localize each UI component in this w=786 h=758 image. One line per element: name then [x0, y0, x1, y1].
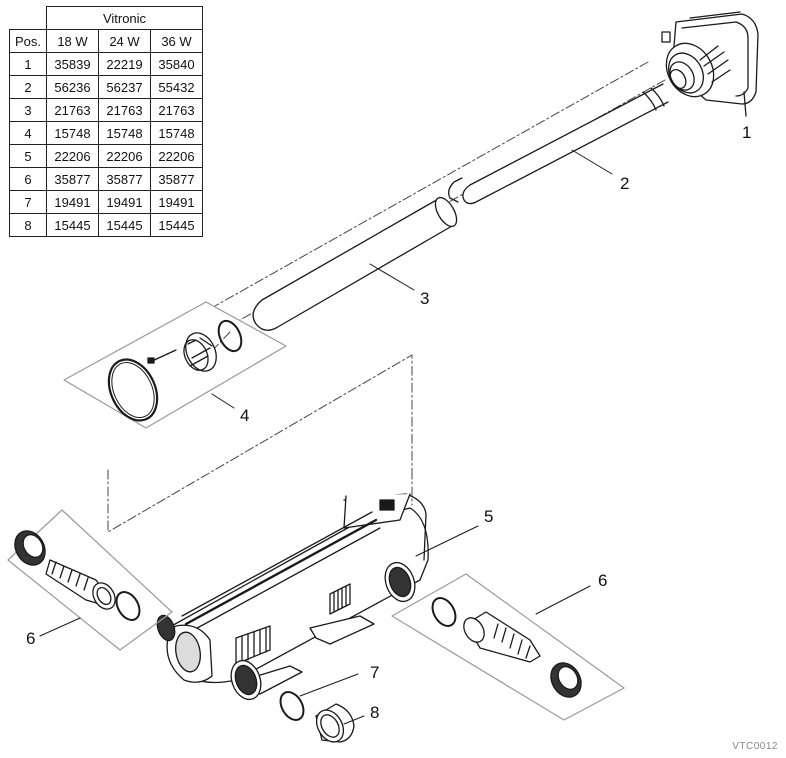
callout-8: 8: [370, 703, 379, 722]
wattage-header: 24 W: [98, 29, 151, 53]
callout-7: 7: [370, 663, 379, 682]
o-ring-part-7: [279, 691, 305, 721]
callout-6-left: 6: [26, 629, 35, 648]
hose-connector-set-right-part-6: [391, 573, 625, 721]
callout-leader-lines: [39, 149, 613, 725]
part-number-cell: 15748: [98, 121, 151, 145]
part-number-cell: 35839: [46, 52, 99, 76]
lamp-holder-part-1: [661, 11, 759, 117]
pos-cell: 8: [9, 213, 47, 237]
housing-fins: [235, 583, 351, 665]
hose-connector-set-left-part-6: [7, 509, 173, 651]
part-number-cell: 35877: [150, 167, 203, 191]
callout-5: 5: [484, 507, 493, 526]
callout-1: 1: [742, 123, 751, 142]
part-number-cell: 22206: [150, 144, 203, 168]
part-number-cell: 56237: [98, 75, 151, 99]
pos-cell: 3: [9, 98, 47, 122]
pos-header: Pos.: [9, 29, 47, 53]
part-number-cell: 15748: [150, 121, 203, 145]
callout-3: 3: [420, 289, 429, 308]
wattage-header: 36 W: [150, 29, 203, 53]
callout-labels: 1 2 3 4 5 6 6 7 8: [26, 123, 751, 722]
part-number-cell: 19491: [46, 190, 99, 214]
model-header: Vitronic: [46, 6, 203, 30]
drawing-code: VTC0012: [732, 741, 778, 752]
part-number-cell: 22206: [46, 144, 99, 168]
callout-4: 4: [240, 406, 249, 425]
part-number-cell: 35877: [46, 167, 99, 191]
housing-part-5: [156, 493, 429, 701]
part-number-cell: 15748: [46, 121, 99, 145]
quartz-glass-part-3: [252, 196, 458, 331]
part-number-cell: 19491: [98, 190, 151, 214]
part-number-cell: 15445: [98, 213, 151, 237]
part-number-cell: 15445: [150, 213, 203, 237]
table-header-row: Pos. 18 W 24 W 36 W: [9, 29, 203, 53]
part-number-cell: 35877: [98, 167, 151, 191]
union-nut-part-8: [315, 703, 355, 743]
seal-kit-part-4: [63, 301, 287, 429]
uvc-lamp-part-2: [448, 83, 669, 205]
part-number-cell: 22219: [98, 52, 151, 76]
table-model-row: Vitronic: [9, 6, 203, 30]
callout-6-right: 6: [598, 571, 607, 590]
callout-2: 2: [620, 174, 629, 193]
